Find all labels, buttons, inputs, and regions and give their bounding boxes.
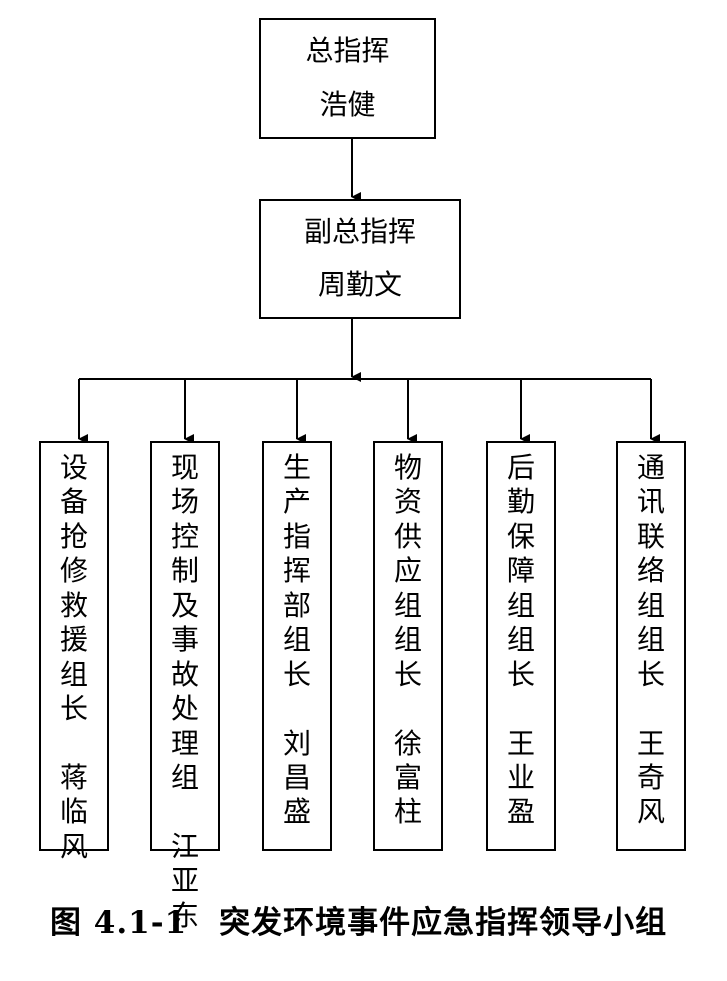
group-box-production-command: 生 产 指 挥 部 组 长 刘 昌 盛 — [262, 441, 332, 851]
group-label: 物 资 供 应 组 组 长 徐 富 柱 — [393, 451, 422, 829]
commander-name: 浩健 — [319, 88, 376, 121]
figure-caption: 图 4.1-1 突发环境事件应急指挥领导小组 — [50, 905, 668, 941]
group-box-logistics: 后 勤 保 障 组 组 长 王 业 盈 — [486, 441, 556, 851]
group-label: 通 讯 联 络 组 组 长 王 奇 风 — [636, 451, 665, 829]
group-box-material-supply: 物 资 供 应 组 组 长 徐 富 柱 — [373, 441, 443, 851]
group-box-site-control: 现 场 控 制 及 事 故 处 理 组 江 亚 东 — [150, 441, 220, 932]
deputy-title: 副总指挥 — [303, 215, 416, 248]
group-label: 后 勤 保 障 组 组 长 王 业 盈 — [506, 451, 535, 829]
group-label: 现 场 控 制 及 事 故 处 理 组 江 亚 东 — [170, 451, 199, 932]
commander-title: 总指挥 — [305, 34, 390, 67]
group-box-communications: 通 讯 联 络 组 组 长 王 奇 风 — [616, 441, 686, 851]
group-label: 生 产 指 挥 部 组 长 刘 昌 盛 — [282, 451, 311, 829]
deputy-name: 周勤文 — [317, 268, 402, 301]
group-label: 设 备 抢 修 救 援 组 长 蒋 临 风 — [59, 451, 88, 863]
group-box-equipment-repair: 设 备 抢 修 救 援 组 长 蒋 临 风 — [39, 441, 109, 863]
commander-box: 总指挥 浩健 — [259, 18, 436, 139]
deputy-commander-box: 副总指挥 周勤文 — [259, 199, 461, 319]
